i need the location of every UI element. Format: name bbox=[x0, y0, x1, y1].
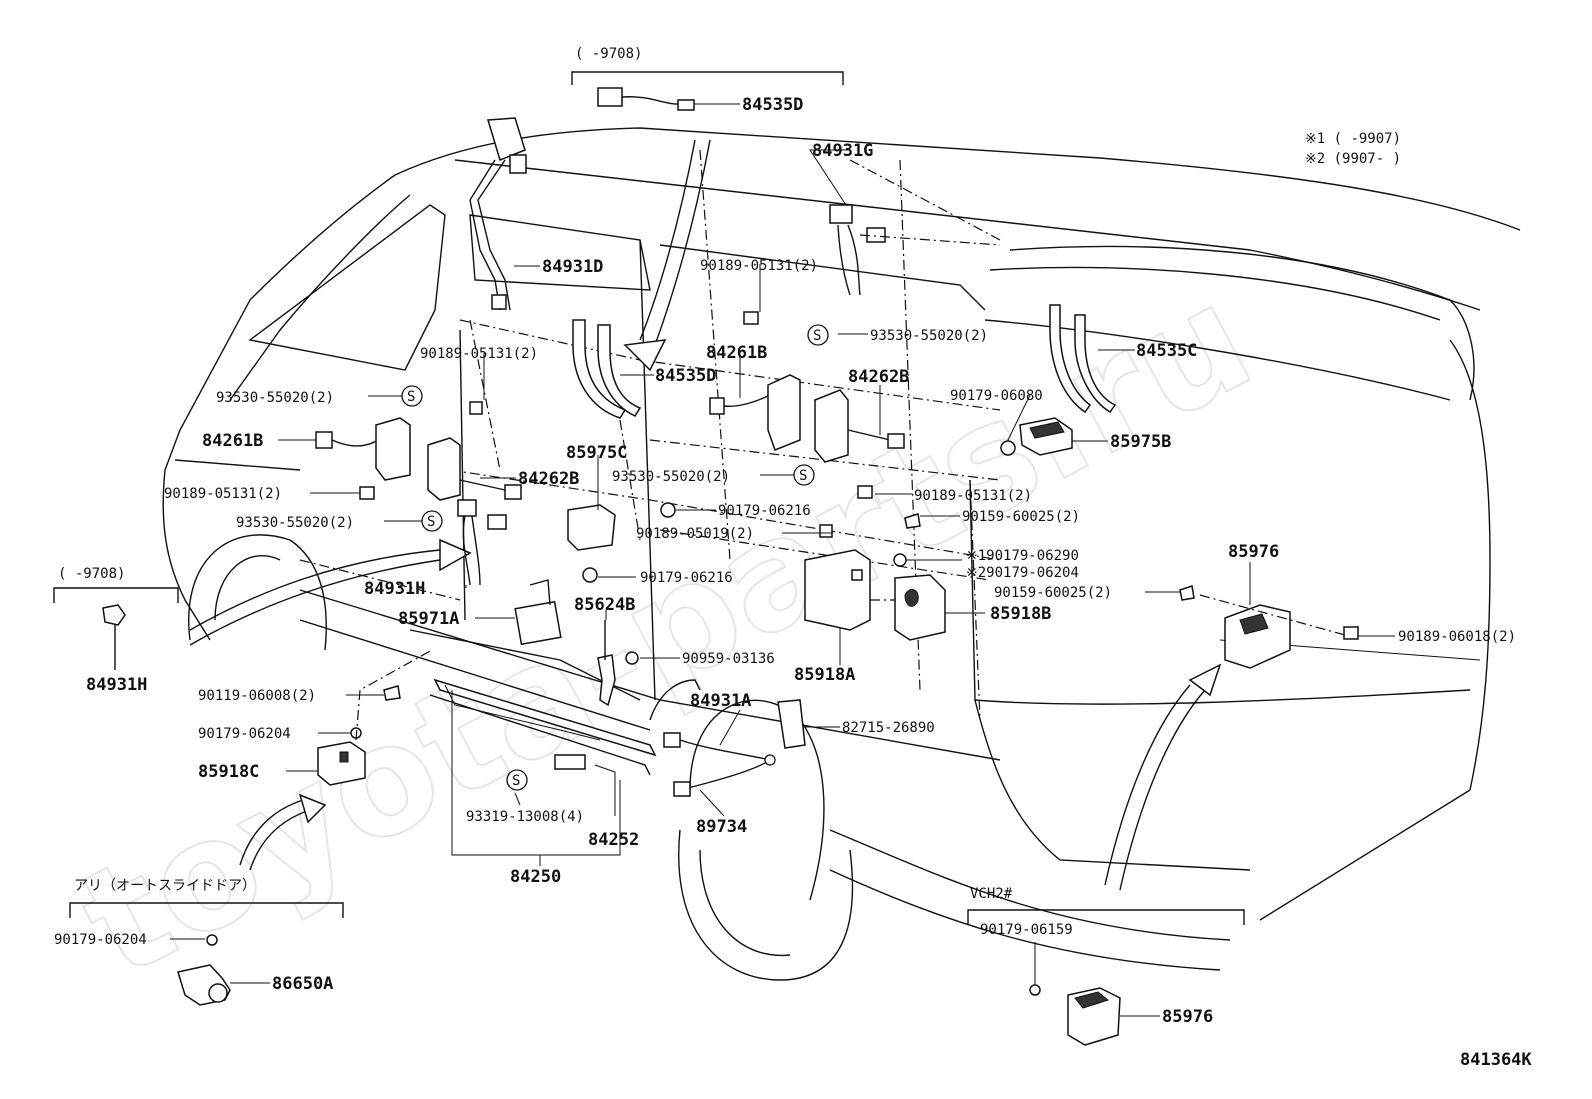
part-label: 84535D bbox=[655, 366, 716, 386]
part-label: 90959-03136 bbox=[682, 651, 775, 667]
part-label: 84261B bbox=[202, 431, 263, 451]
group-label-vch: VCH2# bbox=[970, 886, 1013, 902]
part-label: 85624B bbox=[574, 595, 635, 615]
part-label: 84252 bbox=[588, 830, 639, 850]
part-label: 84535C bbox=[1136, 341, 1197, 361]
part-label: 93319-13008(4) bbox=[466, 809, 584, 825]
part-label: 84261B bbox=[706, 343, 767, 363]
svg-text:S: S bbox=[427, 514, 435, 530]
part-label: 85918C bbox=[198, 762, 259, 782]
part-label: 84262B bbox=[518, 469, 579, 489]
part-label: 84931D bbox=[542, 257, 603, 277]
part-label: 93530-55020(2) bbox=[216, 390, 334, 406]
part-label: 85918B bbox=[990, 604, 1051, 624]
part-label: 90159-60025(2) bbox=[994, 585, 1112, 601]
part-label: 90189-05131(2) bbox=[164, 486, 282, 502]
part-label: 84250 bbox=[510, 867, 561, 887]
svg-text:S: S bbox=[407, 389, 415, 405]
part-label: 84931H bbox=[364, 579, 425, 599]
part-label: ※190179-06290 bbox=[966, 548, 1079, 564]
part-label: 86650A bbox=[272, 974, 333, 994]
part-label: 93530-55020(2) bbox=[612, 469, 730, 485]
direction-arrows bbox=[189, 139, 1222, 891]
part-label: 93530-55020(2) bbox=[870, 328, 988, 344]
part-label: 85971A bbox=[398, 609, 459, 629]
part-label: 90119-06008(2) bbox=[198, 688, 316, 704]
parts: S S S S S bbox=[102, 87, 1359, 1046]
part-label: 89734 bbox=[696, 817, 747, 837]
part-label: 90159-60025(2) bbox=[962, 509, 1080, 525]
svg-text:S: S bbox=[512, 773, 520, 789]
part-label: 90179-06216 bbox=[640, 570, 733, 586]
part-label: 90189-05131(2) bbox=[420, 346, 538, 362]
part-label: 85975C bbox=[566, 443, 627, 463]
part-label: 84931H bbox=[86, 675, 147, 695]
group-label-top: ( -9708) bbox=[575, 46, 642, 62]
part-label: 90179-06204 bbox=[198, 726, 291, 742]
leader-lines bbox=[53, 71, 1395, 1017]
connector-part bbox=[597, 87, 623, 107]
part-label: 90189-05131(2) bbox=[700, 258, 818, 274]
part-label: 85976 bbox=[1162, 1007, 1213, 1027]
part-label: 90189-06018(2) bbox=[1398, 629, 1516, 645]
part-label: 90179-06080 bbox=[950, 388, 1043, 404]
part-label: 93530-55020(2) bbox=[236, 515, 354, 531]
svg-text:S: S bbox=[813, 328, 821, 344]
part-label: 90189-05019(2) bbox=[636, 526, 754, 542]
group-label-auto: アリ（オートスライドドア） bbox=[74, 878, 256, 894]
part-label: 85918A bbox=[794, 665, 855, 685]
part-label: 90179-06216 bbox=[718, 503, 811, 519]
part-label: 85976 bbox=[1228, 542, 1279, 562]
part-label: 84535D bbox=[742, 95, 803, 115]
part-label: 85975B bbox=[1110, 432, 1171, 452]
group-label-left: ( -9708) bbox=[58, 566, 125, 582]
part-label: 82715-26890 bbox=[842, 720, 935, 736]
part-label: 84931G bbox=[812, 141, 873, 161]
note-2: ※2 (9907- ) bbox=[1305, 151, 1401, 167]
svg-text:S: S bbox=[799, 468, 807, 484]
part-label: ※290179-06204 bbox=[966, 565, 1079, 581]
diagram-code: 841364K bbox=[1460, 1050, 1532, 1070]
part-label: 90179-06204 bbox=[54, 932, 147, 948]
note-1: ※1 ( -9907) bbox=[1305, 131, 1401, 147]
part-label: 84262B bbox=[848, 367, 909, 387]
part-label: 84931A bbox=[690, 691, 751, 711]
part-label: 90179-06159 bbox=[980, 922, 1073, 938]
part-label: 90189-05131(2) bbox=[914, 488, 1032, 504]
labels: ( -9708) ( -9708) アリ（オートスライドドア） VCH2# ※1… bbox=[54, 46, 1532, 1070]
